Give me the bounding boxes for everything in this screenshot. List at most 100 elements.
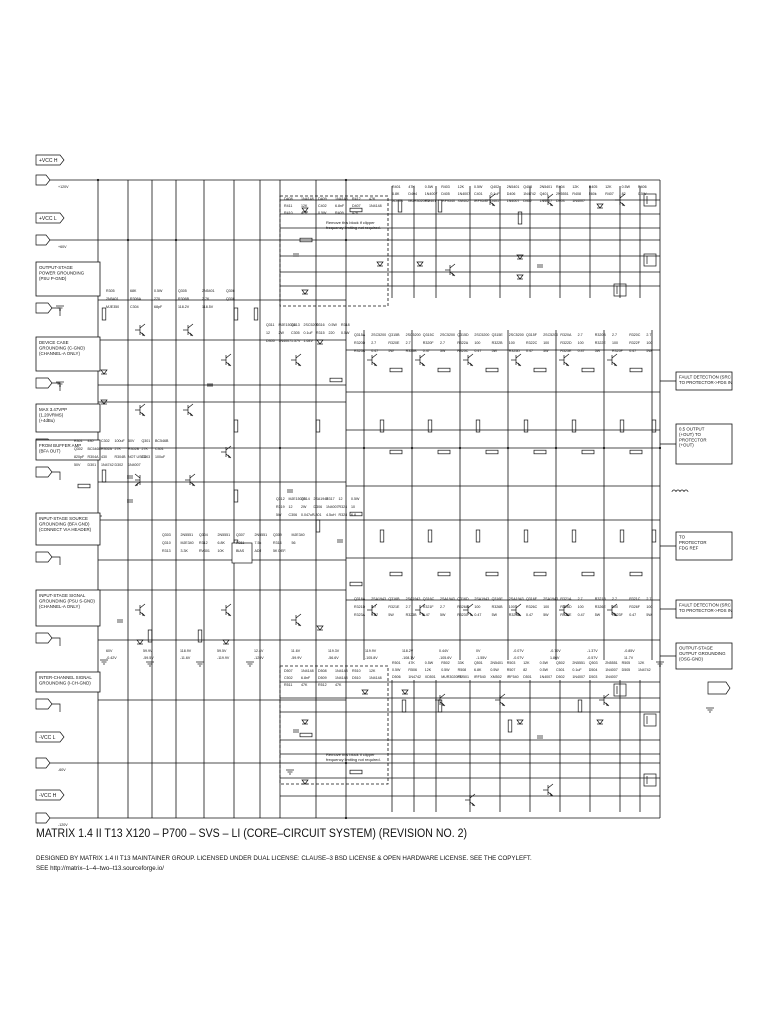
- output-lower-label: 2SA1943: [371, 597, 386, 601]
- output-lower-label: 100: [646, 605, 652, 609]
- box-frame: [35, 403, 101, 433]
- top-left-label: 2N5401: [106, 297, 119, 301]
- junction-dot: [506, 446, 510, 450]
- bottom-protection-label: D506: [392, 675, 401, 679]
- top-left-label: 118.2V: [178, 305, 190, 309]
- driver-bottom-label: D306: [314, 505, 323, 509]
- box-frame: [675, 531, 733, 561]
- resistor: [629, 571, 643, 577]
- node-voltage-label: -1.37V: [587, 649, 598, 653]
- output-lower-label: 2SA1943: [440, 597, 455, 601]
- top-protection-label: R405: [589, 185, 598, 189]
- output-lower-label: 2.7: [371, 605, 376, 609]
- junction-dot: [344, 178, 348, 182]
- top-protection-label: R404: [556, 185, 565, 189]
- output-lower-label: R326F: [629, 605, 641, 609]
- clipper-note: Remove this block if clipper: [326, 752, 375, 757]
- top-left-label: Q308: [226, 297, 235, 301]
- output-upper-label: 5W: [492, 349, 498, 353]
- resistor: [349, 207, 363, 213]
- top-left-label: 2.7K: [202, 297, 210, 301]
- vas-label: Q304: [199, 533, 208, 537]
- resistor: [517, 211, 523, 225]
- box-line: GROUNDING (PSU S-GND): [39, 599, 95, 604]
- clipper-top-label: D408: [284, 197, 293, 201]
- driver-top-label: 2W: [279, 331, 285, 335]
- vas-label: BIAS: [236, 549, 245, 553]
- resistor: [437, 571, 451, 577]
- top-left-label: Q306: [226, 289, 235, 293]
- bottom-protection-label: 12K: [523, 661, 530, 665]
- top-protection-label: Q403: [523, 185, 532, 189]
- clipper-top-label: 47K: [352, 211, 359, 215]
- resistor: [101, 307, 107, 321]
- transistor: [495, 693, 506, 707]
- diode: [301, 719, 309, 725]
- top-protection-label: 2N5401: [540, 185, 553, 189]
- rail-connector: [35, 234, 51, 246]
- bottom-protection-label: 12K: [638, 661, 645, 665]
- output-upper-label: Q315C: [423, 333, 435, 337]
- output-upper-label: R322A: [457, 341, 469, 345]
- bottom-protection-label: 47K: [408, 661, 415, 665]
- top-protection-label: Q401: [540, 192, 549, 196]
- diode: [516, 274, 524, 280]
- output-upper-label: 2.7: [406, 341, 411, 345]
- transistor: [415, 603, 426, 617]
- output-lower-label: 5W: [646, 613, 652, 617]
- bottom-protection-label: 12K: [425, 668, 432, 672]
- box-line: TO PROTECTOR->FDS IN: [679, 608, 732, 613]
- vas-label: R313: [162, 549, 171, 553]
- driver-top-label: 0.1uF: [304, 331, 314, 335]
- top-left-label: R305: [106, 289, 115, 293]
- transistor: [291, 613, 302, 627]
- bottom-protection-label: 0.5W: [441, 668, 450, 672]
- box-line: FAULT DETECTION (SRC: [679, 603, 731, 608]
- top-protection-label: 82: [622, 192, 626, 196]
- output-upper-label: 5W: [595, 349, 601, 353]
- resistor: [629, 367, 643, 373]
- diode: [301, 207, 309, 213]
- rail-voltage: +60V: [58, 245, 67, 249]
- box-line: FROM BUFFER AMP: [39, 443, 81, 448]
- input-stage-label: 430: [88, 439, 94, 443]
- input-stage-label: D302: [115, 463, 124, 467]
- diode: [316, 339, 324, 345]
- junction-dot: [554, 446, 558, 450]
- input-stage-label: 100uF: [115, 439, 126, 443]
- clipper-note: frequency limiting not required.: [326, 757, 381, 762]
- input-stage-label: 430: [101, 455, 107, 459]
- rail-label: -VCC L: [39, 735, 56, 741]
- output-lower-label: 0.47: [526, 613, 533, 617]
- project-url: SEE http://matrix–1–4–two–t13.sourceforg…: [36, 865, 164, 872]
- mosfet: [643, 253, 657, 267]
- vas-label: 2N5551: [181, 533, 194, 537]
- box-line: DEVICE CASE: [39, 340, 69, 345]
- resistor: [379, 529, 385, 543]
- output-lower-label: 100: [543, 605, 549, 609]
- transistor: [511, 603, 522, 617]
- top-protection-label: D403: [556, 199, 565, 203]
- rail-connector: [35, 212, 65, 224]
- output-lower-label: 2SA1943: [509, 597, 524, 601]
- output-upper-label: 2SC5200: [509, 333, 524, 337]
- output-upper-label: 5W: [543, 349, 549, 353]
- resistor: [651, 529, 657, 543]
- box-connector: [35, 698, 53, 710]
- output-upper-label: 100: [509, 341, 515, 345]
- clipper-bottom-label: R512: [318, 683, 327, 687]
- top-protection-label: D405: [441, 192, 450, 196]
- node-voltage-label: 118.2V: [402, 649, 414, 653]
- output-upper-label: 100: [543, 341, 549, 345]
- input-stage-label: D301: [88, 463, 97, 467]
- box-line: (CHANNEL-A ONLY): [39, 604, 80, 609]
- bottom-protection-label: R508: [458, 668, 467, 672]
- driver-bottom-label: 12: [339, 497, 343, 501]
- clipper-bottom-label: 12K: [369, 669, 376, 673]
- resistor: [475, 419, 481, 433]
- node-voltage-label: -0.70V: [550, 649, 561, 653]
- top-protection-label: 1N4007: [540, 199, 553, 203]
- clipper-bottom-label: R511: [284, 683, 292, 687]
